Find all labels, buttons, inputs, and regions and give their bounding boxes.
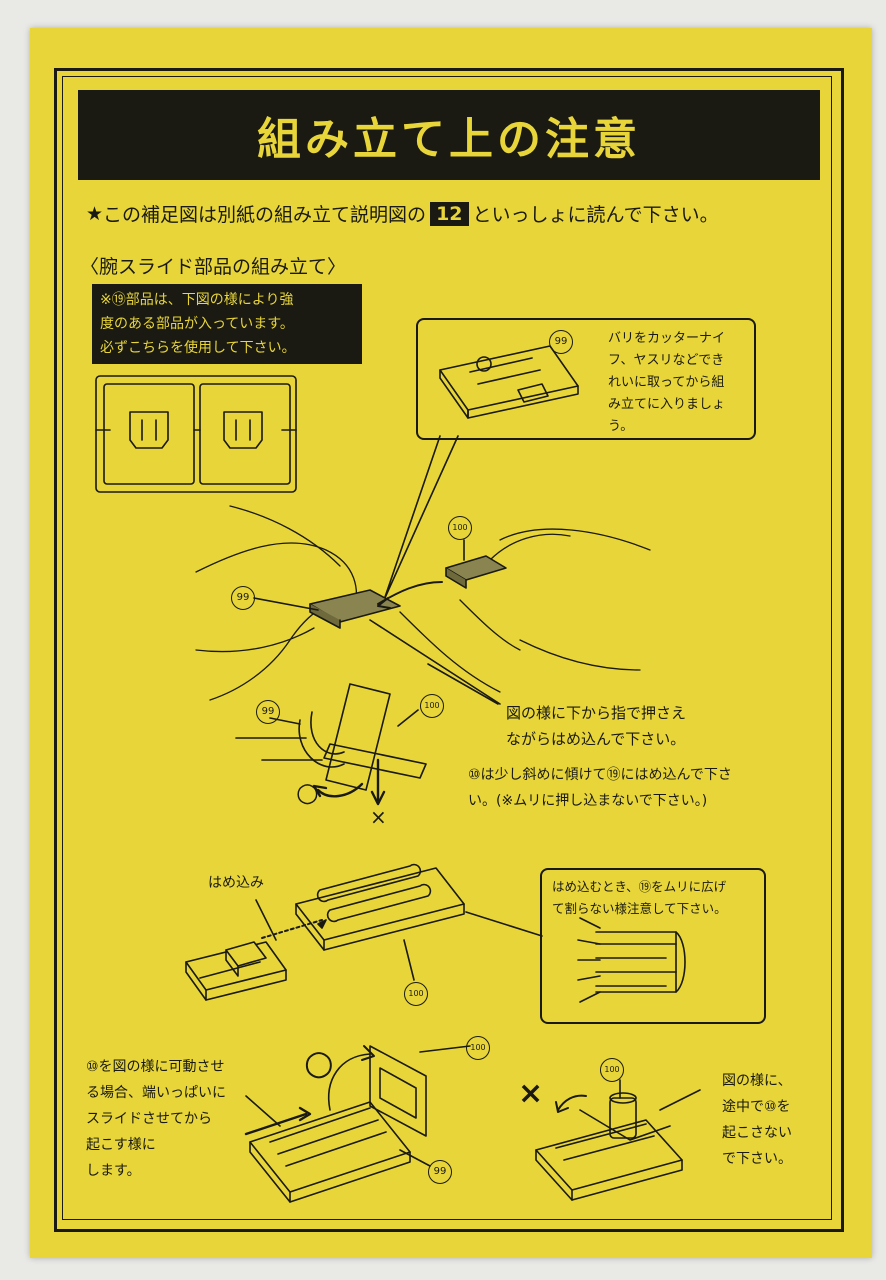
callout-line: う。 xyxy=(608,419,634,434)
ng-mark: × xyxy=(370,805,387,829)
instruction-line: る場合、端いっぱいに xyxy=(86,1085,226,1101)
page-title: 組み立て上の注意 xyxy=(257,114,641,165)
part-label-100: 100 xyxy=(600,1058,624,1082)
instruction-line: 途中で⑩を xyxy=(722,1099,791,1115)
note-box: ※⑲部品は、下図の様により強 度のある部品が入っています。 必ずこちらを使用して… xyxy=(92,284,362,364)
star-mark: ★ xyxy=(86,202,104,225)
part-label-99: 99 xyxy=(256,700,280,724)
part-label-99: 99 xyxy=(428,1160,452,1184)
instruction-line: ながらはめ込んで下さい。 xyxy=(506,730,686,748)
ok-mark: ○ xyxy=(304,1043,334,1083)
callout-line: バリをカッターナイ xyxy=(608,331,726,346)
part-label-99: 99 xyxy=(231,586,255,610)
note-line: ※⑲部品は、下図の様により強 xyxy=(100,292,294,308)
instruction-line: い。(※ムリに押し込まないで下さい。) xyxy=(468,793,708,809)
instruction-line: ⑩を図の様に可動させ xyxy=(86,1059,225,1075)
part-label-99: 99 xyxy=(549,330,573,354)
instruction-line: スライドさせてから xyxy=(86,1111,212,1127)
callout-line: み立てに入りましょ xyxy=(608,397,726,412)
instruction-ng: 図の様に、 途中で⑩を 起こさない で下さい。 xyxy=(722,1068,792,1172)
callout-line: フ、ヤスリなどでき xyxy=(608,353,725,368)
part-label-100: 100 xyxy=(448,516,472,540)
callout-caution-text: はめ込むとき、⑲をムリに広げ て割らない様注意して下さい。 xyxy=(552,876,727,920)
callout-deburr-text: バリをカッターナイ フ、ヤスリなどでき れいに取ってから組 み立てに入りましょ … xyxy=(608,328,725,438)
intro-text-after: といっしょに読んで下さい。 xyxy=(472,204,719,226)
part-label-100: 100 xyxy=(404,982,428,1006)
instruction-press: 図の様に下から指で押さえ ながらはめ込んで下さい。 xyxy=(506,700,686,752)
note-line: 必ずこちらを使用して下さい。 xyxy=(100,340,296,356)
callout-line: はめ込むとき、⑲をムリに広げ xyxy=(552,879,727,894)
instruction-slide: ⑩を図の様に可動させ る場合、端いっぱいに スライドさせてから 起こす様に しま… xyxy=(86,1054,226,1184)
intro-line: ★ この補足図は別紙の組み立て説明図の 12 といっしょに読んで下さい。 xyxy=(86,200,719,227)
instruction-line: 起こす様に xyxy=(86,1137,156,1153)
instruction-line: 起こさない xyxy=(722,1125,792,1141)
ng-mark: × xyxy=(518,1076,544,1111)
instruction-line: ⑩は少し斜めに傾けて⑲にはめ込んで下さ xyxy=(468,767,732,783)
inner-frame xyxy=(62,76,832,1220)
part-label-100: 100 xyxy=(420,694,444,718)
title-bar: 組み立て上の注意 xyxy=(78,90,820,180)
section-heading: 〈腕スライド部品の組み立て〉 xyxy=(80,256,347,278)
label-hamekomi: はめ込み xyxy=(208,875,264,891)
intro-text-before: この補足図は別紙の組み立て説明図の xyxy=(103,204,427,226)
instruction-line: 図の様に下から指で押さえ xyxy=(506,704,687,722)
outer-frame xyxy=(54,68,844,1232)
note-line: 度のある部品が入っています。 xyxy=(100,316,294,332)
instruction-tilt: ⑩は少し斜めに傾けて⑲にはめ込んで下さ い。(※ムリに押し込まないで下さい。) xyxy=(468,762,732,814)
part-label-100: 100 xyxy=(466,1036,490,1060)
callout-line: れいに取ってから組 xyxy=(608,375,725,390)
figure-number-badge: 12 xyxy=(430,201,469,226)
instruction-line: します。 xyxy=(86,1163,141,1179)
instruction-line: で下さい。 xyxy=(722,1151,792,1167)
ok-mark: ○ xyxy=(296,778,319,808)
instruction-line: 図の様に、 xyxy=(722,1073,792,1089)
callout-line: て割らない様注意して下さい。 xyxy=(552,901,727,916)
